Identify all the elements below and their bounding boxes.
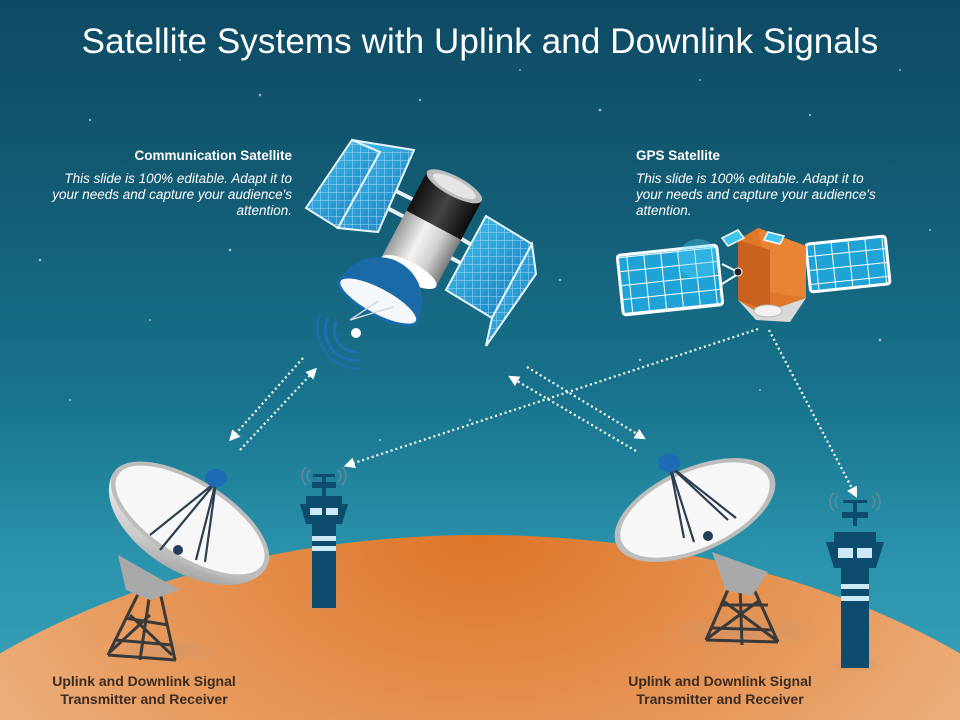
caption-line-2: Transmitter and Receiver <box>60 691 228 707</box>
communication-satellite-icon <box>304 138 538 370</box>
right-ground-station-caption: Uplink and Downlink Signal Transmitter a… <box>590 672 850 708</box>
gps-satellite-description: This slide is 100% editable. Adapt it to… <box>636 171 876 218</box>
gps-satellite-icon <box>615 228 892 322</box>
caption-line-2: Transmitter and Receiver <box>636 691 804 707</box>
signal-comm-to-right-dish <box>526 366 646 440</box>
gps-satellite-heading: GPS Satellite <box>636 148 721 163</box>
communication-satellite-description: This slide is 100% editable. Adapt it to… <box>52 171 292 218</box>
caption-line-1: Uplink and Downlink Signal <box>628 673 812 689</box>
signal-left-dish-to-comm <box>239 367 318 451</box>
signal-links <box>229 327 858 498</box>
right-satellite-dish-icon <box>614 454 780 646</box>
left-control-tower-icon <box>300 466 348 608</box>
communication-satellite-label: Communication Satellite This slide is 10… <box>40 148 292 219</box>
signal-right-dish-to-comm <box>508 375 637 452</box>
gps-satellite-label: GPS Satellite This slide is 100% editabl… <box>636 148 876 219</box>
communication-satellite-heading: Communication Satellite <box>134 148 292 163</box>
left-ground-station-caption: Uplink and Downlink Signal Transmitter a… <box>14 672 274 708</box>
signal-gps-to-right-tower <box>768 329 858 498</box>
caption-line-1: Uplink and Downlink Signal <box>52 673 236 689</box>
signal-gps-to-left-tower <box>343 327 759 469</box>
page-title: Satellite Systems with Uplink and Downli… <box>81 22 879 61</box>
left-satellite-dish-icon <box>106 461 270 662</box>
stars-decoration <box>38 39 931 441</box>
signal-comm-to-left-dish <box>229 357 304 442</box>
right-control-tower-icon <box>826 492 884 668</box>
